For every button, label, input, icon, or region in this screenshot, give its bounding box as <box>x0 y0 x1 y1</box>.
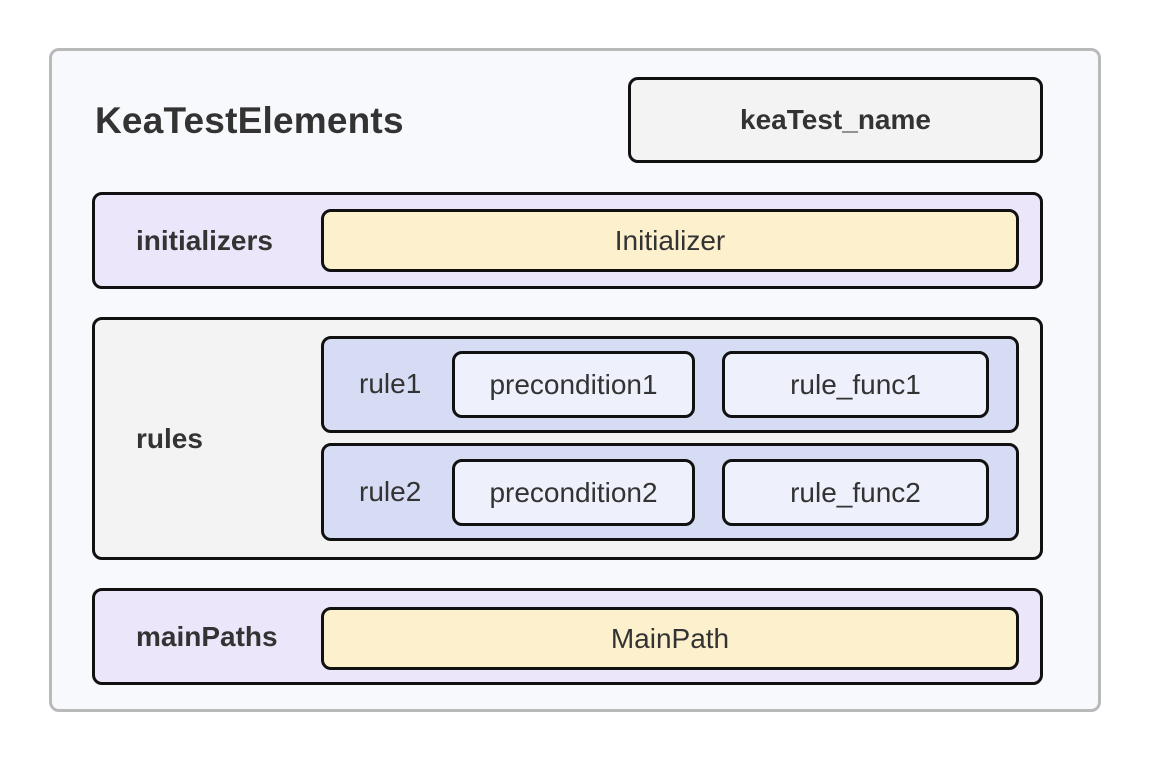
initializer-item: Initializer <box>321 209 1019 272</box>
rule-2-func: rule_func2 <box>722 459 989 526</box>
kea-test-name-box: keaTest_name <box>628 77 1043 163</box>
rule-1-label: rule1 <box>359 368 422 399</box>
rule-2-label: rule2 <box>359 476 422 507</box>
main-path-item: MainPath <box>321 607 1019 670</box>
rule-2-precondition: precondition2 <box>452 459 695 526</box>
rule-1-func: rule_func1 <box>722 351 989 418</box>
main-paths-label: mainPaths <box>136 621 278 652</box>
diagram-title: KeaTestElements <box>95 100 404 141</box>
initializers-label: initializers <box>136 225 273 256</box>
rule-1-precondition: precondition1 <box>452 351 695 418</box>
rules-label: rules <box>136 423 203 454</box>
